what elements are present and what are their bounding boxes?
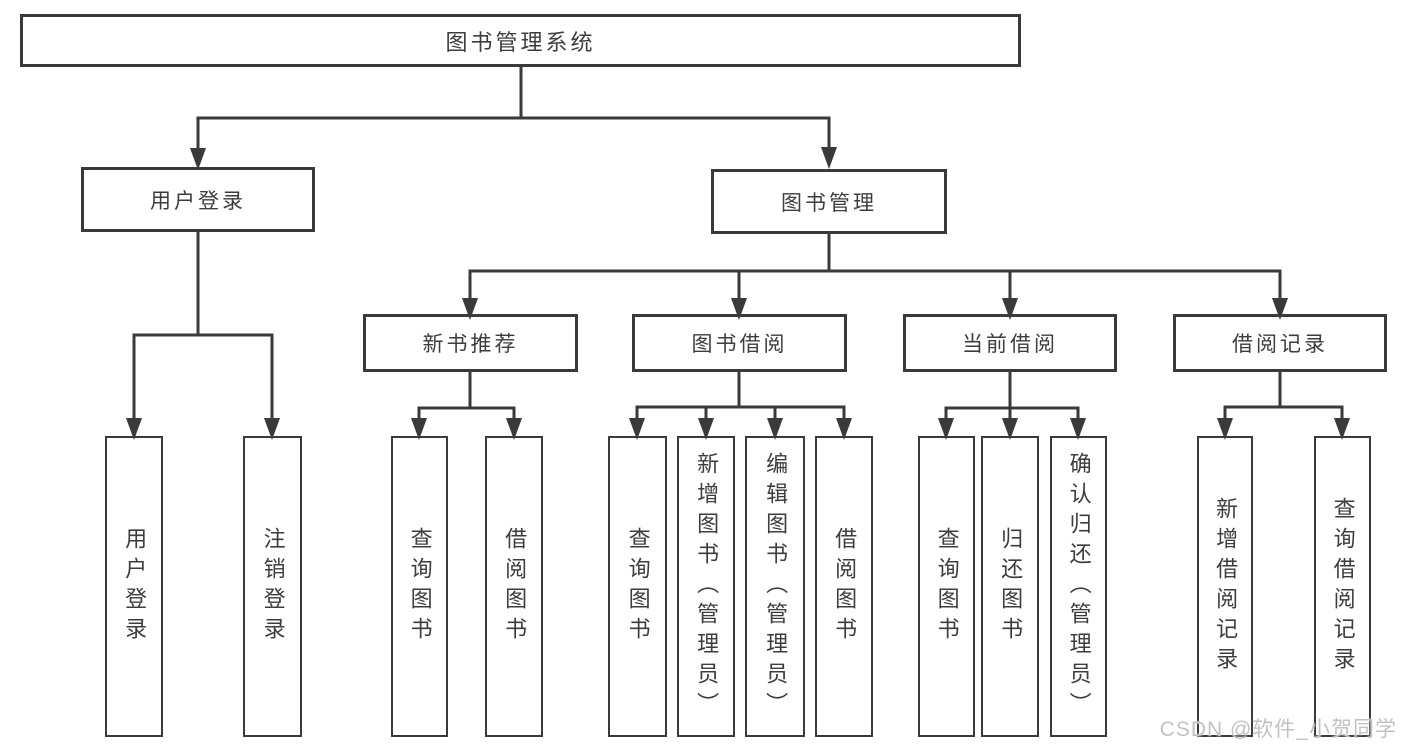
node-new-book-rec: 新书推荐 (363, 314, 578, 372)
node-leaf-bb-query-books: 查询图书 (608, 436, 667, 737)
node-leaf-user-login-label: 用户登录 (122, 526, 148, 647)
node-leaf-br-add-record-label: 新增借阅记录 (1213, 496, 1239, 677)
node-leaf-cb-confirm-return-label: 确认归还（管理员） (1066, 451, 1092, 722)
edge-book-borrowing-to-leaves (635, 372, 846, 420)
node-leaf-bb-borrow-books: 借阅图书 (815, 436, 873, 737)
node-user-login: 用户登录 (81, 167, 315, 232)
node-leaf-logout: 注销登录 (243, 436, 302, 737)
node-leaf-bb-edit-books-label: 编辑图书（管理员） (763, 451, 789, 722)
node-leaf-logout-label: 注销登录 (260, 526, 286, 647)
node-user-login-label: 用户登录 (150, 189, 246, 213)
node-leaf-br-query-record-label: 查询借阅记录 (1330, 496, 1356, 677)
node-leaf-bb-add-books: 新增图书（管理员） (677, 436, 735, 737)
node-leaf-nbr-borrow-books: 借阅图书 (485, 436, 543, 737)
edge-book-mgmt-to-level3 (468, 234, 1282, 300)
node-borrowing-records-label: 借阅记录 (1232, 333, 1328, 356)
node-leaf-cb-return-books-label: 归还图书 (998, 526, 1024, 647)
edge-user-login-to-leaves (132, 232, 274, 420)
node-current-borrowing-label: 当前借阅 (962, 333, 1058, 356)
node-current-borrowing: 当前借阅 (903, 314, 1117, 372)
node-leaf-nbr-query-books: 查询图书 (391, 436, 448, 737)
node-book-mgmt-label: 图书管理 (781, 191, 877, 215)
node-leaf-bb-query-books-label: 查询图书 (625, 526, 651, 647)
node-leaf-cb-return-books: 归还图书 (981, 436, 1039, 737)
node-leaf-bb-edit-books: 编辑图书（管理员） (745, 436, 805, 737)
node-leaf-nbr-query-books-label: 查询图书 (407, 526, 433, 647)
node-leaf-nbr-borrow-books-label: 借阅图书 (502, 526, 528, 647)
node-leaf-bb-add-books-label: 新增图书（管理员） (694, 451, 720, 722)
arrowhead (821, 147, 837, 169)
node-leaf-br-add-record: 新增借阅记录 (1197, 436, 1253, 737)
edge-new-book-rec-to-leaves (417, 372, 516, 420)
node-leaf-user-login: 用户登录 (105, 436, 163, 737)
node-borrowing-records: 借阅记录 (1173, 314, 1387, 372)
node-new-book-rec-label: 新书推荐 (422, 333, 519, 356)
node-book-mgmt: 图书管理 (711, 169, 947, 234)
edge-borrowing-records-to-leaves (1223, 372, 1344, 420)
node-book-borrowing: 图书借阅 (632, 314, 847, 372)
node-leaf-cb-query-books: 查询图书 (918, 436, 975, 737)
csdn-watermark: CSDN @软件_小贺同学 (1159, 718, 1397, 741)
node-leaf-cb-query-books-label: 查询图书 (934, 526, 960, 647)
edge-current-borrowing-to-leaves (944, 372, 1080, 420)
node-root-label: 图书管理系统 (445, 29, 596, 55)
node-leaf-br-query-record: 查询借阅记录 (1314, 436, 1371, 737)
node-leaf-bb-borrow-books-label: 借阅图书 (832, 526, 858, 647)
node-root: 图书管理系统 (20, 14, 1021, 67)
node-leaf-cb-confirm-return: 确认归还（管理员） (1050, 436, 1107, 737)
edge-root-to-level2 (196, 67, 831, 150)
node-book-borrowing-label: 图书借阅 (691, 333, 788, 356)
